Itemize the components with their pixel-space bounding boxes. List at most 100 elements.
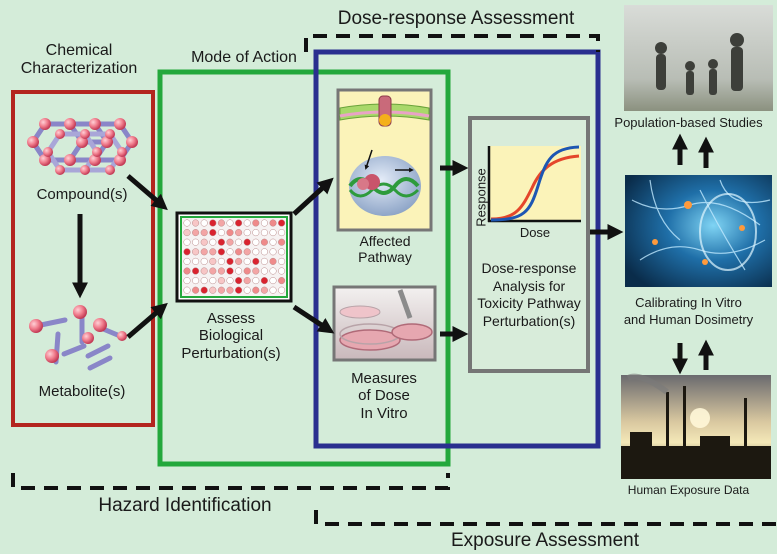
assess-line-3: Perturbation(s) xyxy=(181,344,281,362)
well xyxy=(260,257,268,265)
assess-line-1: Assess xyxy=(206,310,256,327)
assess-line-2: Biological xyxy=(198,327,264,345)
well xyxy=(260,238,268,246)
well xyxy=(209,286,217,294)
well xyxy=(226,248,234,256)
well xyxy=(183,229,191,237)
well xyxy=(217,277,225,285)
well xyxy=(235,229,243,237)
population-photo xyxy=(624,5,773,111)
mini-dose-response-chart xyxy=(487,145,581,223)
well xyxy=(252,248,260,256)
well xyxy=(209,219,217,227)
well xyxy=(200,229,208,237)
exposure-assessment-title: Exposure Assessment xyxy=(451,530,639,551)
well xyxy=(217,257,225,265)
well xyxy=(252,229,260,237)
well xyxy=(252,286,260,294)
well xyxy=(226,257,234,265)
compound-molecule-icon xyxy=(27,118,138,175)
exposure-assessment-bracket xyxy=(314,510,777,526)
well xyxy=(269,238,277,246)
well xyxy=(183,277,191,285)
dr-analysis-line-2: Analysis for xyxy=(492,277,566,294)
well xyxy=(183,238,191,246)
well xyxy=(260,277,268,285)
well xyxy=(278,248,286,256)
chemical-characterization-line-2: Characterization xyxy=(20,60,138,78)
well xyxy=(260,219,268,227)
well xyxy=(235,277,243,285)
well xyxy=(252,277,260,285)
well xyxy=(260,248,268,256)
well xyxy=(209,257,217,265)
affected-line-2: Pathway xyxy=(358,249,412,266)
well xyxy=(243,267,251,275)
well xyxy=(269,277,277,285)
affected-pathway-label: Affected Pathway xyxy=(336,233,434,265)
petri-dishes-image xyxy=(332,285,437,362)
well xyxy=(269,286,277,294)
chemical-characterization-box xyxy=(11,90,155,427)
well xyxy=(217,219,225,227)
well xyxy=(183,267,191,275)
well xyxy=(192,257,200,265)
measures-line-2: of Dose xyxy=(358,387,410,405)
well xyxy=(252,267,260,275)
well xyxy=(192,238,200,246)
response-axis-label: Response xyxy=(473,168,489,227)
affected-line-1: Affected xyxy=(359,233,411,249)
arrow-assess-to-measures xyxy=(292,304,335,334)
human-exposure-label: Human Exposure Data xyxy=(627,483,750,497)
well xyxy=(260,229,268,237)
well xyxy=(200,238,208,246)
well xyxy=(192,248,200,256)
well xyxy=(243,257,251,265)
dose-response-assessment-title: Dose-response Assessment xyxy=(337,8,575,29)
well xyxy=(217,286,225,294)
dr-analysis-label: Dose-response Analysis for Toxicity Path… xyxy=(462,260,596,330)
well xyxy=(209,238,217,246)
well xyxy=(235,248,243,256)
compound-label: Compound(s) xyxy=(36,186,128,203)
power-plant-photo xyxy=(621,373,771,479)
response-curve-red xyxy=(490,154,580,221)
dose-axis-label: Dose xyxy=(519,225,551,240)
well xyxy=(217,238,225,246)
well xyxy=(235,257,243,265)
well xyxy=(260,286,268,294)
well xyxy=(278,219,286,227)
well xyxy=(209,229,217,237)
calibrating-label: Calibrating In Vitro and Human Dosimetry xyxy=(600,295,777,329)
well xyxy=(217,229,225,237)
dr-analysis-line-4: Perturbation(s) xyxy=(482,312,576,329)
well xyxy=(192,267,200,275)
well xyxy=(278,277,286,285)
well xyxy=(269,248,277,256)
well xyxy=(200,277,208,285)
well xyxy=(200,248,208,256)
well xyxy=(235,286,243,294)
well xyxy=(192,277,200,285)
well xyxy=(200,219,208,227)
well xyxy=(226,286,234,294)
well xyxy=(278,267,286,275)
dose-response-bracket xyxy=(304,34,600,52)
well xyxy=(183,248,191,256)
well xyxy=(252,219,260,227)
well xyxy=(192,286,200,294)
chemical-characterization-line-1: Chemical xyxy=(45,42,113,59)
well xyxy=(243,229,251,237)
well xyxy=(200,267,208,275)
arrow-assess-to-pathway xyxy=(292,177,334,216)
arrow-compound-to-assess xyxy=(126,174,168,211)
well xyxy=(235,267,243,275)
assess-label: Assess Biological Perturbation(s) xyxy=(166,310,296,362)
mode-of-action-title: Mode of Action xyxy=(191,49,297,66)
well xyxy=(226,277,234,285)
well xyxy=(278,286,286,294)
well xyxy=(235,219,243,227)
well xyxy=(243,286,251,294)
arrow-metabolite-to-assess xyxy=(126,302,168,339)
